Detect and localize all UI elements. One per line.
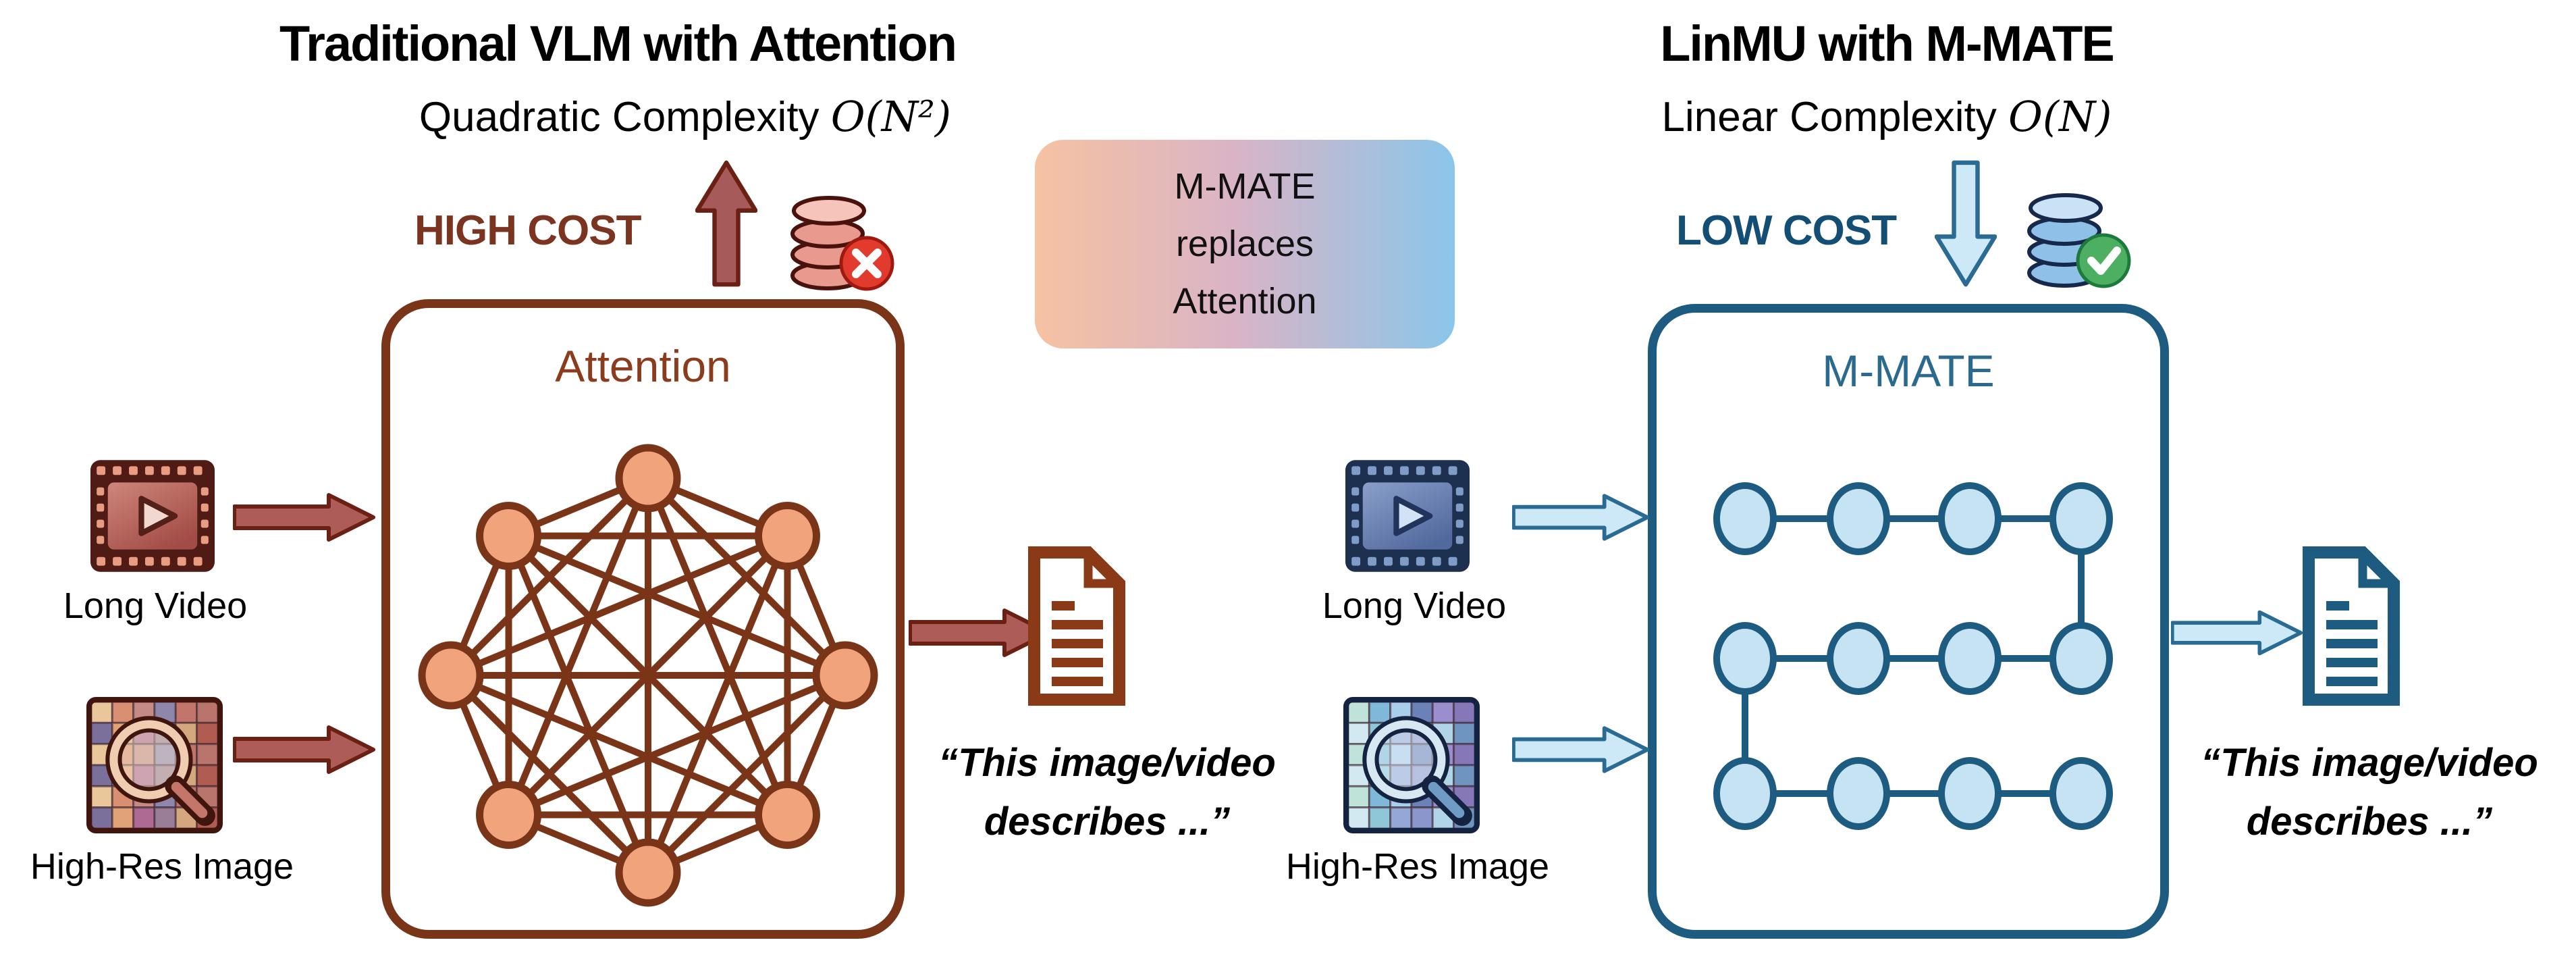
long-video-icon	[90, 460, 215, 572]
mmate-serpentine-graph	[1713, 482, 2113, 830]
center-note-line3: Attention	[1173, 281, 1317, 322]
left-image-input-arrow	[233, 725, 375, 774]
right-image-input-arrow	[1512, 726, 1650, 773]
left-complexity-math: O(N²)	[830, 92, 952, 141]
magnifier-icon	[105, 716, 215, 826]
left-cost-label: HIGH COST	[414, 207, 641, 254]
left-complexity-prefix: Quadratic Complexity	[419, 94, 831, 140]
high-res-image-icon-blue	[1343, 697, 1480, 833]
center-note-text: M-MATE replaces Attention	[1173, 158, 1316, 331]
high-res-image-icon	[86, 697, 223, 833]
mmate-box-label: M-MATE	[1822, 346, 1995, 396]
long-video-icon-blue	[1345, 460, 1470, 572]
left-complexity-label: Quadratic Complexity O(N²)	[257, 92, 1114, 141]
center-note-box: M-MATE replaces Attention	[1035, 140, 1455, 348]
attention-box-label: Attention	[555, 341, 731, 391]
film-sprocket-holes	[1351, 466, 1464, 566]
film-sprocket-holes	[97, 466, 209, 566]
right-complexity-label: Linear Complexity O(N)	[1458, 92, 2315, 141]
attention-box: Attention	[381, 299, 905, 939]
document-text-lines	[2326, 601, 2378, 686]
play-icon	[1393, 496, 1433, 536]
mmate-box: M-MATE	[1648, 304, 2169, 939]
play-icon	[138, 496, 178, 536]
left-high-res-image-label: High-Res Image	[30, 846, 294, 887]
left-output-document-icon	[1028, 546, 1125, 706]
left-panel-title: Traditional VLM with Attention	[279, 16, 957, 72]
attention-complete-graph	[418, 444, 878, 907]
high-cost-coins-icon	[790, 196, 894, 291]
right-high-res-image-label: High-Res Image	[1285, 846, 1550, 887]
x-badge-icon	[839, 236, 894, 291]
right-complexity-math: O(N)	[2008, 92, 2112, 141]
right-long-video-label: Long Video	[1322, 586, 1507, 626]
right-output-arrow	[2171, 610, 2303, 656]
left-output-quote: “This image/video describes ...”	[938, 741, 1276, 844]
magnifier-icon	[1362, 716, 1472, 826]
right-complexity-prefix: Linear Complexity	[1661, 94, 2008, 140]
right-panel-title: LinMU with M-MATE	[1660, 16, 2115, 72]
high-cost-up-arrow-icon	[695, 160, 757, 287]
right-video-input-arrow	[1512, 494, 1650, 541]
low-cost-coins-icon	[2027, 193, 2131, 288]
left-long-video-label: Long Video	[63, 586, 248, 626]
check-badge-icon	[2076, 233, 2131, 288]
right-cost-label: LOW COST	[1676, 207, 1897, 254]
left-output-arrow	[909, 608, 1051, 657]
right-output-document-icon	[2303, 546, 2400, 706]
center-note-line2: replaces	[1175, 223, 1314, 264]
low-cost-down-arrow-icon	[1935, 160, 1997, 287]
center-note-line1: M-MATE	[1174, 165, 1316, 207]
right-output-quote: “This image/video describes ...”	[2201, 741, 2538, 844]
document-text-lines	[1052, 601, 1103, 686]
left-video-input-arrow	[233, 493, 375, 542]
